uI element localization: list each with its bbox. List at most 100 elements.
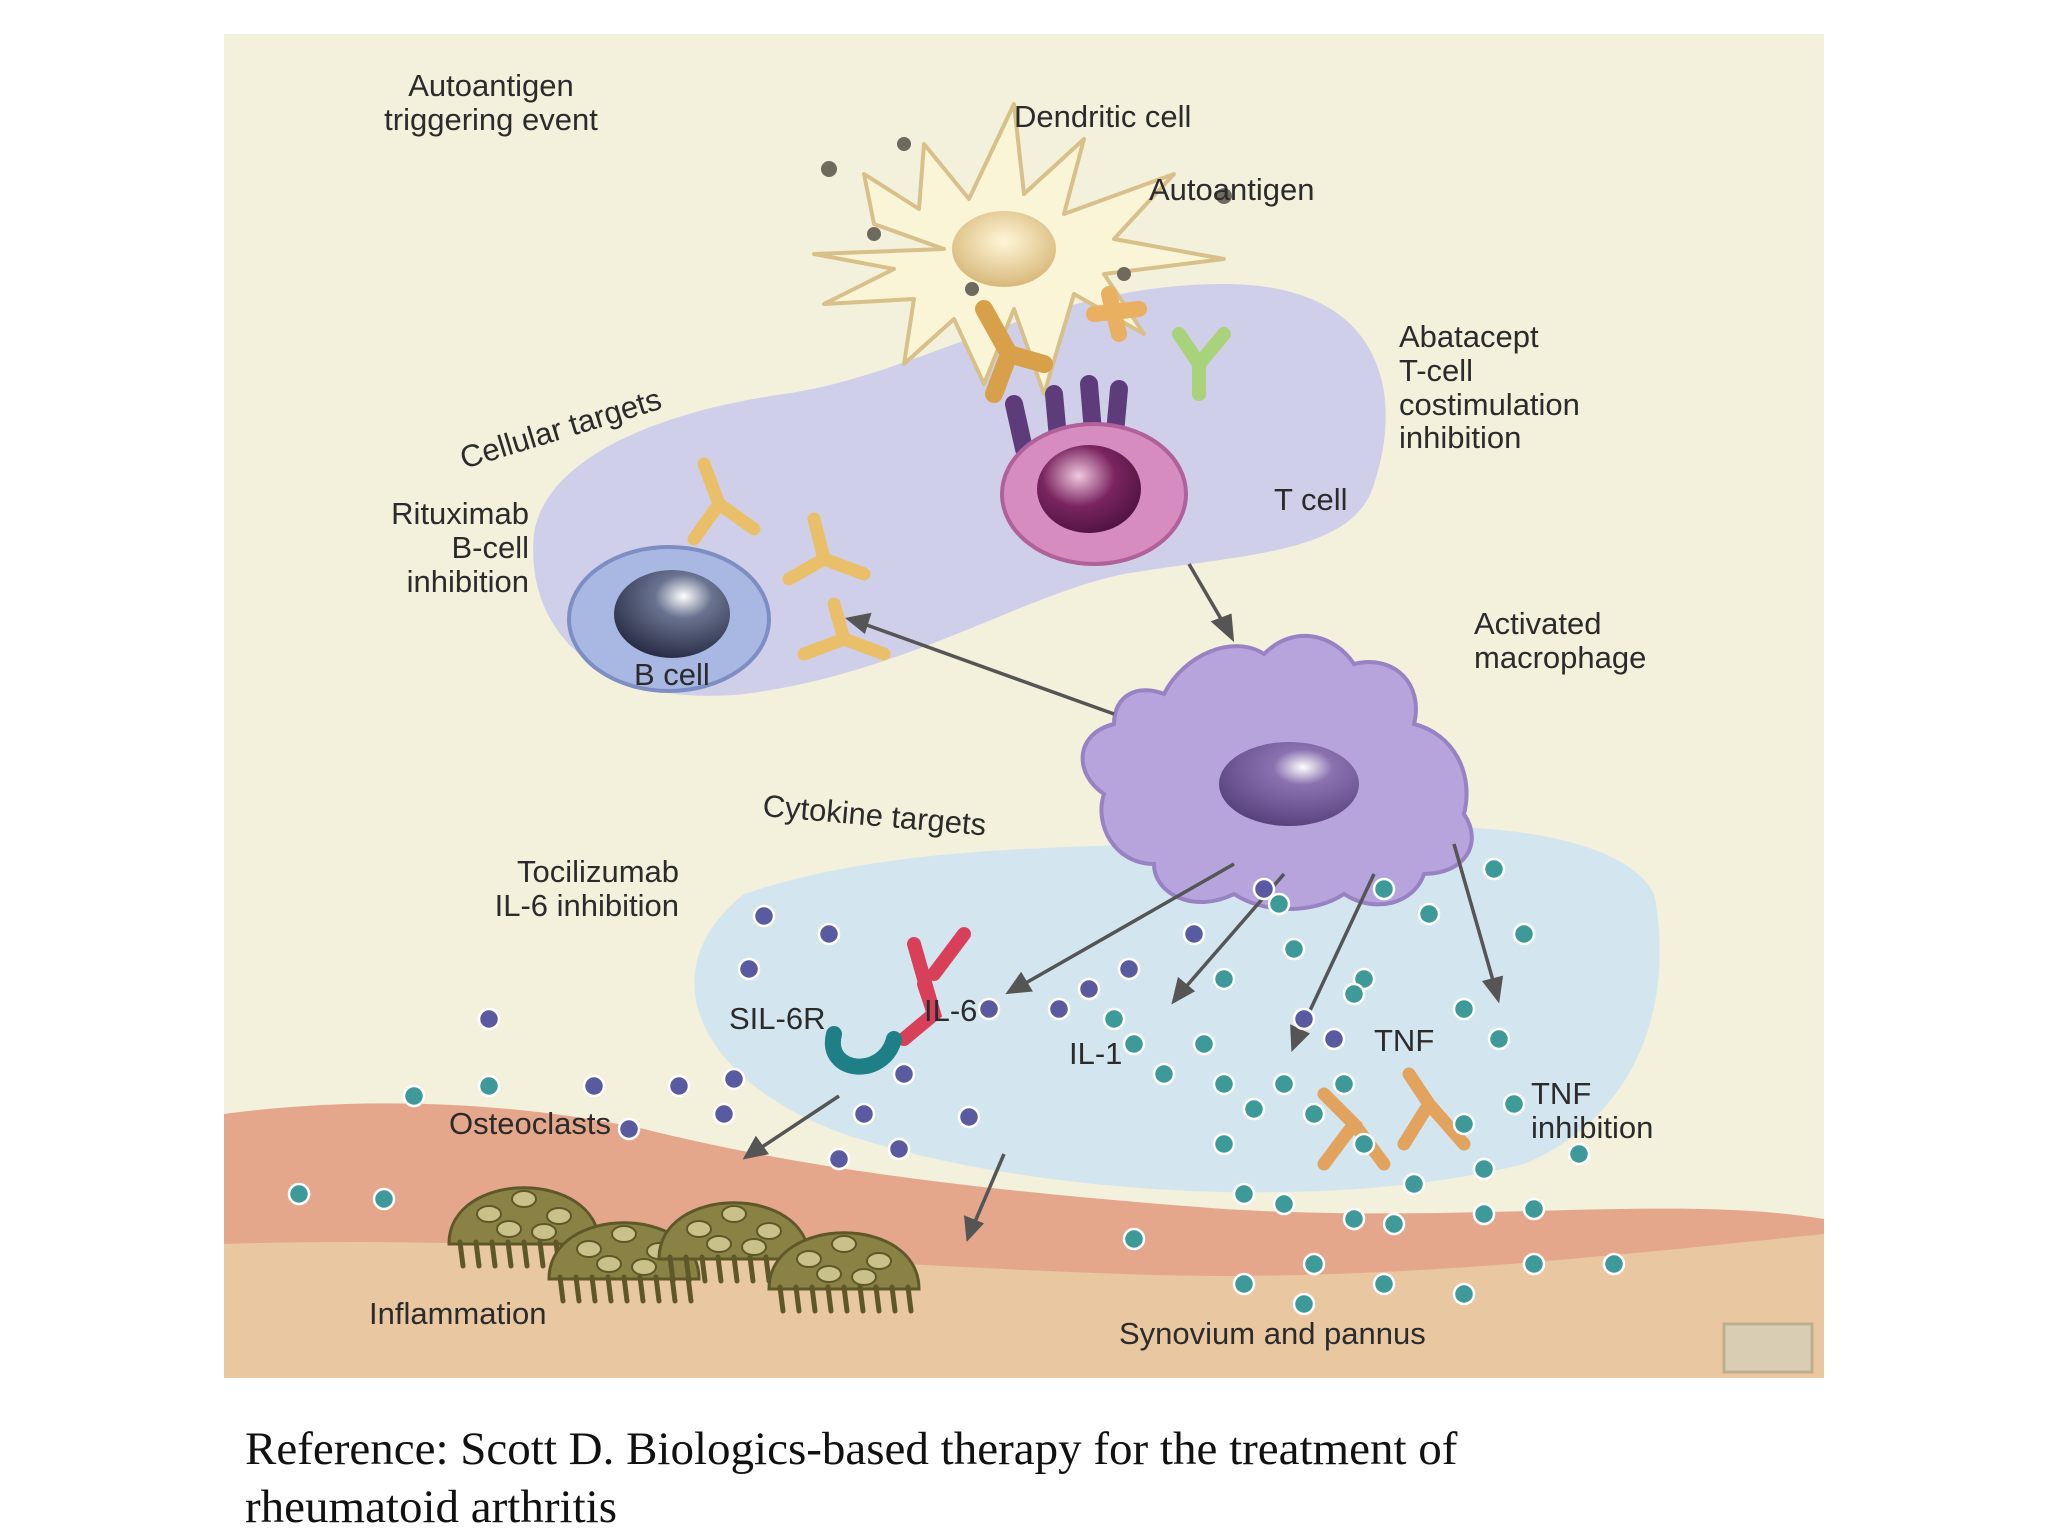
cytokine-dot <box>1192 1032 1216 1056</box>
text-labels: Autoantigen triggering event Dendritic c… <box>369 68 1653 1351</box>
t-cell <box>1000 422 1188 566</box>
illustration-canvas: Autoantigen triggering event Dendritic c… <box>224 34 1824 1378</box>
osteoclast <box>767 1231 921 1314</box>
osteoclast-process <box>825 1284 834 1314</box>
cytokine-dot <box>1502 1092 1526 1116</box>
osteoclast-process <box>653 1274 662 1304</box>
label-il1: IL-1 <box>1069 1036 1122 1071</box>
label-b-cell: B cell <box>634 657 710 692</box>
label-autoantigen-trigger-2: triggering event <box>384 102 598 137</box>
cytokine-dot <box>477 1074 501 1098</box>
label-t-cell: T cell <box>1274 482 1348 517</box>
cytokine-dot <box>1522 1252 1546 1276</box>
cytokine-dot <box>1417 902 1441 926</box>
activated-macrophage <box>1080 634 1474 911</box>
osteoclast-process <box>505 1239 514 1269</box>
label-tnf: TNF <box>1374 1023 1434 1058</box>
osteoclast-nucleus <box>866 1252 892 1270</box>
osteoclast-nucleus <box>851 1268 877 1286</box>
osteoclast-process <box>731 1254 740 1284</box>
label-il6: IL-6 <box>924 993 977 1028</box>
cytokine-dot <box>1342 1207 1366 1231</box>
osteoclast-nucleus <box>721 1205 747 1223</box>
cytokine-dot <box>1382 1212 1406 1236</box>
osteoclast-process <box>573 1274 582 1304</box>
label-inflammation: Inflammation <box>369 1296 546 1331</box>
label-tnf-inhibition-2: inhibition <box>1531 1110 1653 1145</box>
rituximab-antibodies <box>687 457 891 661</box>
osteoclast-process <box>521 1239 530 1269</box>
il6-dot <box>737 957 761 981</box>
cytokine-dot <box>1152 1062 1176 1086</box>
osteoclast-nucleus <box>831 1235 857 1253</box>
cytokine-dot <box>1212 967 1236 991</box>
cytokine-dot <box>402 1084 426 1108</box>
osteoclast-process <box>857 1284 866 1314</box>
osteoclast-process <box>809 1284 818 1314</box>
osteoclast-process <box>637 1274 646 1304</box>
label-tnf-inhibition-1: TNF <box>1531 1076 1591 1111</box>
osteoclast-process <box>699 1254 708 1284</box>
autoantigen-particles <box>821 137 1232 296</box>
il6-dot <box>712 1102 736 1126</box>
publisher-logo <box>1722 1322 1814 1374</box>
il6-dot <box>1252 877 1276 901</box>
il6-dot <box>892 1062 916 1086</box>
il6-dot <box>667 1074 691 1098</box>
cytokine-dot <box>1102 1007 1126 1031</box>
tocilizumab-antibody <box>824 927 971 1075</box>
cytokine-dot <box>1402 1172 1426 1196</box>
cytokine-dot <box>1452 997 1476 1021</box>
cytokine-dot <box>1352 1132 1376 1156</box>
osteoclast-process <box>557 1274 566 1304</box>
label-sil6r: SIL-6R <box>729 1001 825 1036</box>
il6-dot <box>617 1117 641 1141</box>
label-activated-macrophage-1: Activated <box>1474 606 1602 641</box>
cytokine-targets-zone <box>694 826 1660 1193</box>
reference-line-1: Reference: Scott D. Biologics-based ther… <box>245 1423 1458 1475</box>
osteoclast-process <box>777 1284 786 1314</box>
osteoclast-process <box>473 1239 482 1269</box>
il6-dot <box>1182 922 1206 946</box>
osteoclast-nucleus <box>631 1258 657 1276</box>
il6-dot <box>722 1067 746 1091</box>
osteoclast-nucleus <box>476 1205 502 1223</box>
osteoclast-process <box>489 1239 498 1269</box>
costimulation-receptors <box>975 286 1231 458</box>
label-rituximab-1: Rituximab <box>391 496 529 531</box>
il6-dot <box>1292 1007 1316 1031</box>
label-rituximab-2: B-cell <box>451 530 529 565</box>
osteoclast-nucleus <box>576 1240 602 1258</box>
cytokine-dot <box>1282 937 1306 961</box>
osteoclast-body <box>547 1221 701 1281</box>
label-tocilizumab-1: Tocilizumab <box>517 854 679 889</box>
cytokine-dot <box>1122 1227 1146 1251</box>
label-tocilizumab-2: IL-6 inhibition <box>495 888 679 923</box>
cytokine-dot <box>1522 1197 1546 1221</box>
label-activated-macrophage-2: macrophage <box>1474 640 1646 675</box>
osteoclast-nucleus <box>611 1225 637 1243</box>
il6-dot <box>477 1007 501 1031</box>
osteoclast-process <box>873 1284 882 1314</box>
label-autoantigen: Autoantigen <box>1149 172 1314 207</box>
osteoclast-nucleus <box>686 1220 712 1238</box>
osteoclast-nucleus <box>756 1222 782 1240</box>
osteoclast-process <box>457 1239 466 1269</box>
il6-dot <box>582 1074 606 1098</box>
osteoclast-process <box>605 1274 614 1304</box>
osteoclast-process <box>793 1284 802 1314</box>
cytokine-dot <box>372 1187 396 1211</box>
cytokine-dot <box>1292 1292 1316 1316</box>
osteoclast-nucleus <box>596 1255 622 1273</box>
cytokine-dot <box>1232 1182 1256 1206</box>
osteoclast-process <box>747 1254 756 1284</box>
label-osteoclasts: Osteoclasts <box>449 1106 611 1141</box>
osteoclast-process <box>715 1254 724 1284</box>
dendritic-cell <box>812 102 1226 396</box>
il6-dot <box>887 1137 911 1161</box>
cytokine-dot <box>1472 1157 1496 1181</box>
il1-tnf-cytokine-dots <box>287 857 1626 1316</box>
il6-dot <box>1047 997 1071 1021</box>
il6-dot <box>977 997 1001 1021</box>
ra-therapy-illustration: Autoantigen triggering event Dendritic c… <box>224 34 1824 1378</box>
